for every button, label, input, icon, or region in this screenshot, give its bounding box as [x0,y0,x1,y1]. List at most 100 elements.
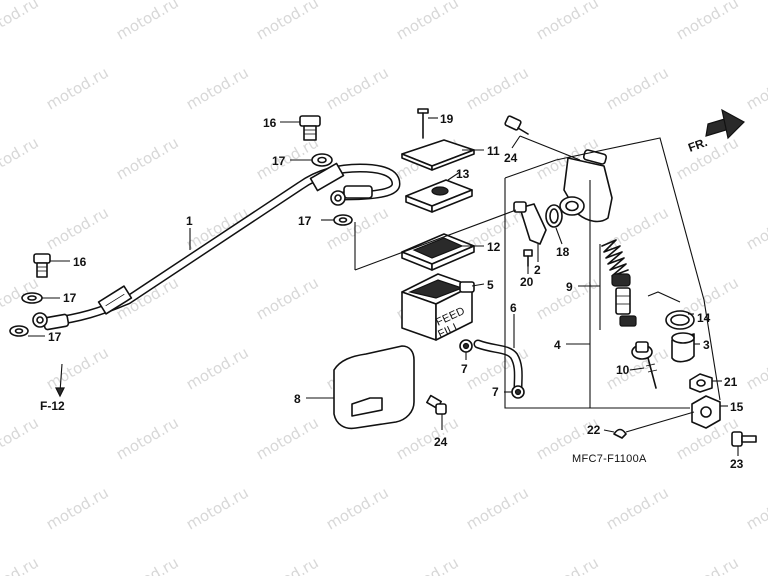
joint-screw [523,249,533,267]
callout-12: 12 [487,240,501,254]
sealing-washer-mid [333,214,353,226]
push-rod [631,341,658,389]
reservoir-tank: FEED FILL [401,273,475,341]
watermark-text: motod.ru [0,133,42,183]
watermark-text: motod.ru [43,203,112,253]
watermark-text: motod.ru [113,133,182,183]
callout-17: 17 [63,291,77,305]
boot [671,332,695,363]
watermark-text: motod.ru [673,133,742,183]
watermark-text: motod.ru [0,553,42,576]
reservoir-cap [401,139,475,171]
watermark-text: motod.ru [603,483,672,533]
callout-11: 11 [487,144,500,158]
callout-7: 7 [492,385,499,399]
callout-20: 20 [520,275,534,289]
reservoir-cover [333,345,415,430]
joint-pin [731,431,757,447]
watermark-text: motod.ru [183,343,252,393]
watermark-text: motod.ru [533,553,602,576]
sealing-washer-upper [311,153,333,167]
watermark-text: motod.ru [113,553,182,576]
callout-14: 14 [697,311,711,325]
reference-label: F-12 [40,399,65,413]
flange-bolt-top [504,115,529,135]
diagram-code: MFC7-F1100A [572,453,647,465]
watermark-text: motod.ru [673,0,742,43]
watermark-text: motod.ru [323,203,392,253]
joint-nut [689,373,713,393]
circlip [665,310,695,330]
watermark-text: motod.ru [253,553,322,576]
callout-13: 13 [456,167,470,181]
watermark-text: motod.ru [113,0,182,43]
watermark-text: motod.ru [393,413,462,463]
watermark-text: motod.ru [0,413,42,463]
forward-arrow-icon [705,108,745,140]
watermark-text: motod.ru [253,0,322,43]
callout-16: 16 [73,255,87,269]
watermark-text: motod.ru [743,343,768,393]
watermark-text: motod.ru [253,413,322,463]
piston-cup [611,273,637,327]
watermark-text: motod.ru [743,483,768,533]
o-ring [545,204,563,228]
callout-16: 16 [263,116,277,130]
reservoir-hose [473,339,523,393]
master-cylinder-body [559,149,613,223]
callout-17: 17 [272,154,286,168]
sealing-washer-lower-a [21,292,43,304]
callout-2: 2 [534,263,541,277]
cap-screw [417,108,429,139]
watermark-text: motod.ru [603,63,672,113]
watermark-text: motod.ru [463,483,532,533]
brake-hose [32,162,401,331]
callout-8: 8 [294,392,301,406]
callout-24: 24 [504,151,518,165]
callout-17: 17 [48,330,62,344]
oil-bolt-lower [33,253,51,278]
callout-19: 19 [440,112,454,126]
watermark-text: motod.ru [533,0,602,43]
watermark-text: motod.ru [43,63,112,113]
callout-22: 22 [587,423,601,437]
watermark-text: motod.ru [43,343,112,393]
leader-lines [28,117,739,456]
watermark-text: motod.ru [183,63,252,113]
callout-9: 9 [566,280,573,294]
flange-bolt-cover [426,394,447,415]
watermark-text: motod.ru [113,413,182,463]
sealing-washer-lower-b [9,325,29,337]
watermark-text: motod.ru [603,203,672,253]
piston-spring [601,239,629,277]
watermark-text: motod.ru [673,553,742,576]
watermark-text: motod.ru [463,63,532,113]
watermark-text: motod.ru [43,483,112,533]
watermark-text: motod.ru [743,203,768,253]
watermark-text: motod.ru [253,273,322,323]
diaphragm-plate [405,179,473,213]
reservoir-joint [513,201,547,245]
callout-6: 6 [510,301,517,315]
watermark-text: motod.ru [323,483,392,533]
callout-21: 21 [724,375,738,389]
callout-1: 1 [186,214,193,228]
oil-bolt-upper [299,115,321,141]
watermark-text: motod.ru [183,483,252,533]
direction-label: FR. [686,135,709,155]
push-rod-joint [691,395,721,429]
watermark-text: motod.ru [743,63,768,113]
callout-3: 3 [703,338,710,352]
watermark-text: motod.ru [323,63,392,113]
watermark-text: motod.ru [0,0,42,43]
callout-18: 18 [556,245,570,259]
callout-15: 15 [730,400,744,414]
cotter-pin [613,428,627,439]
callout-labels: 16 17 17 1 16 17 17 F-12 19 11 13 12 5 8… [40,112,744,471]
callout-10: 10 [616,363,630,377]
hose-clip-upper [459,339,473,353]
hose-clip-lower [511,385,525,399]
callout-24: 24 [434,435,448,449]
